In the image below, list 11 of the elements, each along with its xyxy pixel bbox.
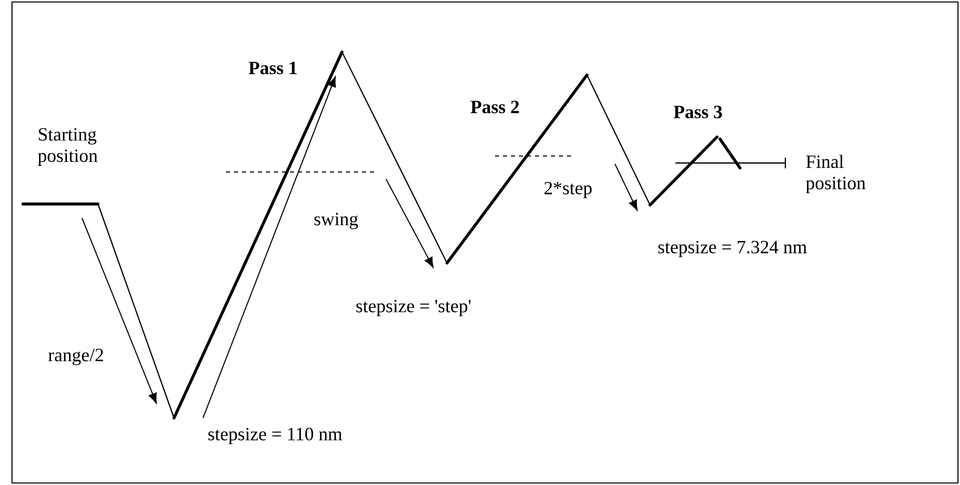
label: stepsize = 110 nm: [208, 428, 342, 444]
label: 2*step: [544, 182, 592, 198]
label: swing: [314, 212, 358, 230]
label: stepsize = 'step': [356, 300, 471, 316]
label: Final position: [806, 154, 866, 194]
label: stepsize = 7.324 nm: [658, 240, 807, 258]
label: Pass 3: [674, 106, 722, 118]
label: Pass 1: [248, 62, 297, 74]
label: Starting position: [38, 128, 98, 166]
label: range/2: [48, 348, 103, 366]
label: Pass 2: [470, 100, 519, 114]
